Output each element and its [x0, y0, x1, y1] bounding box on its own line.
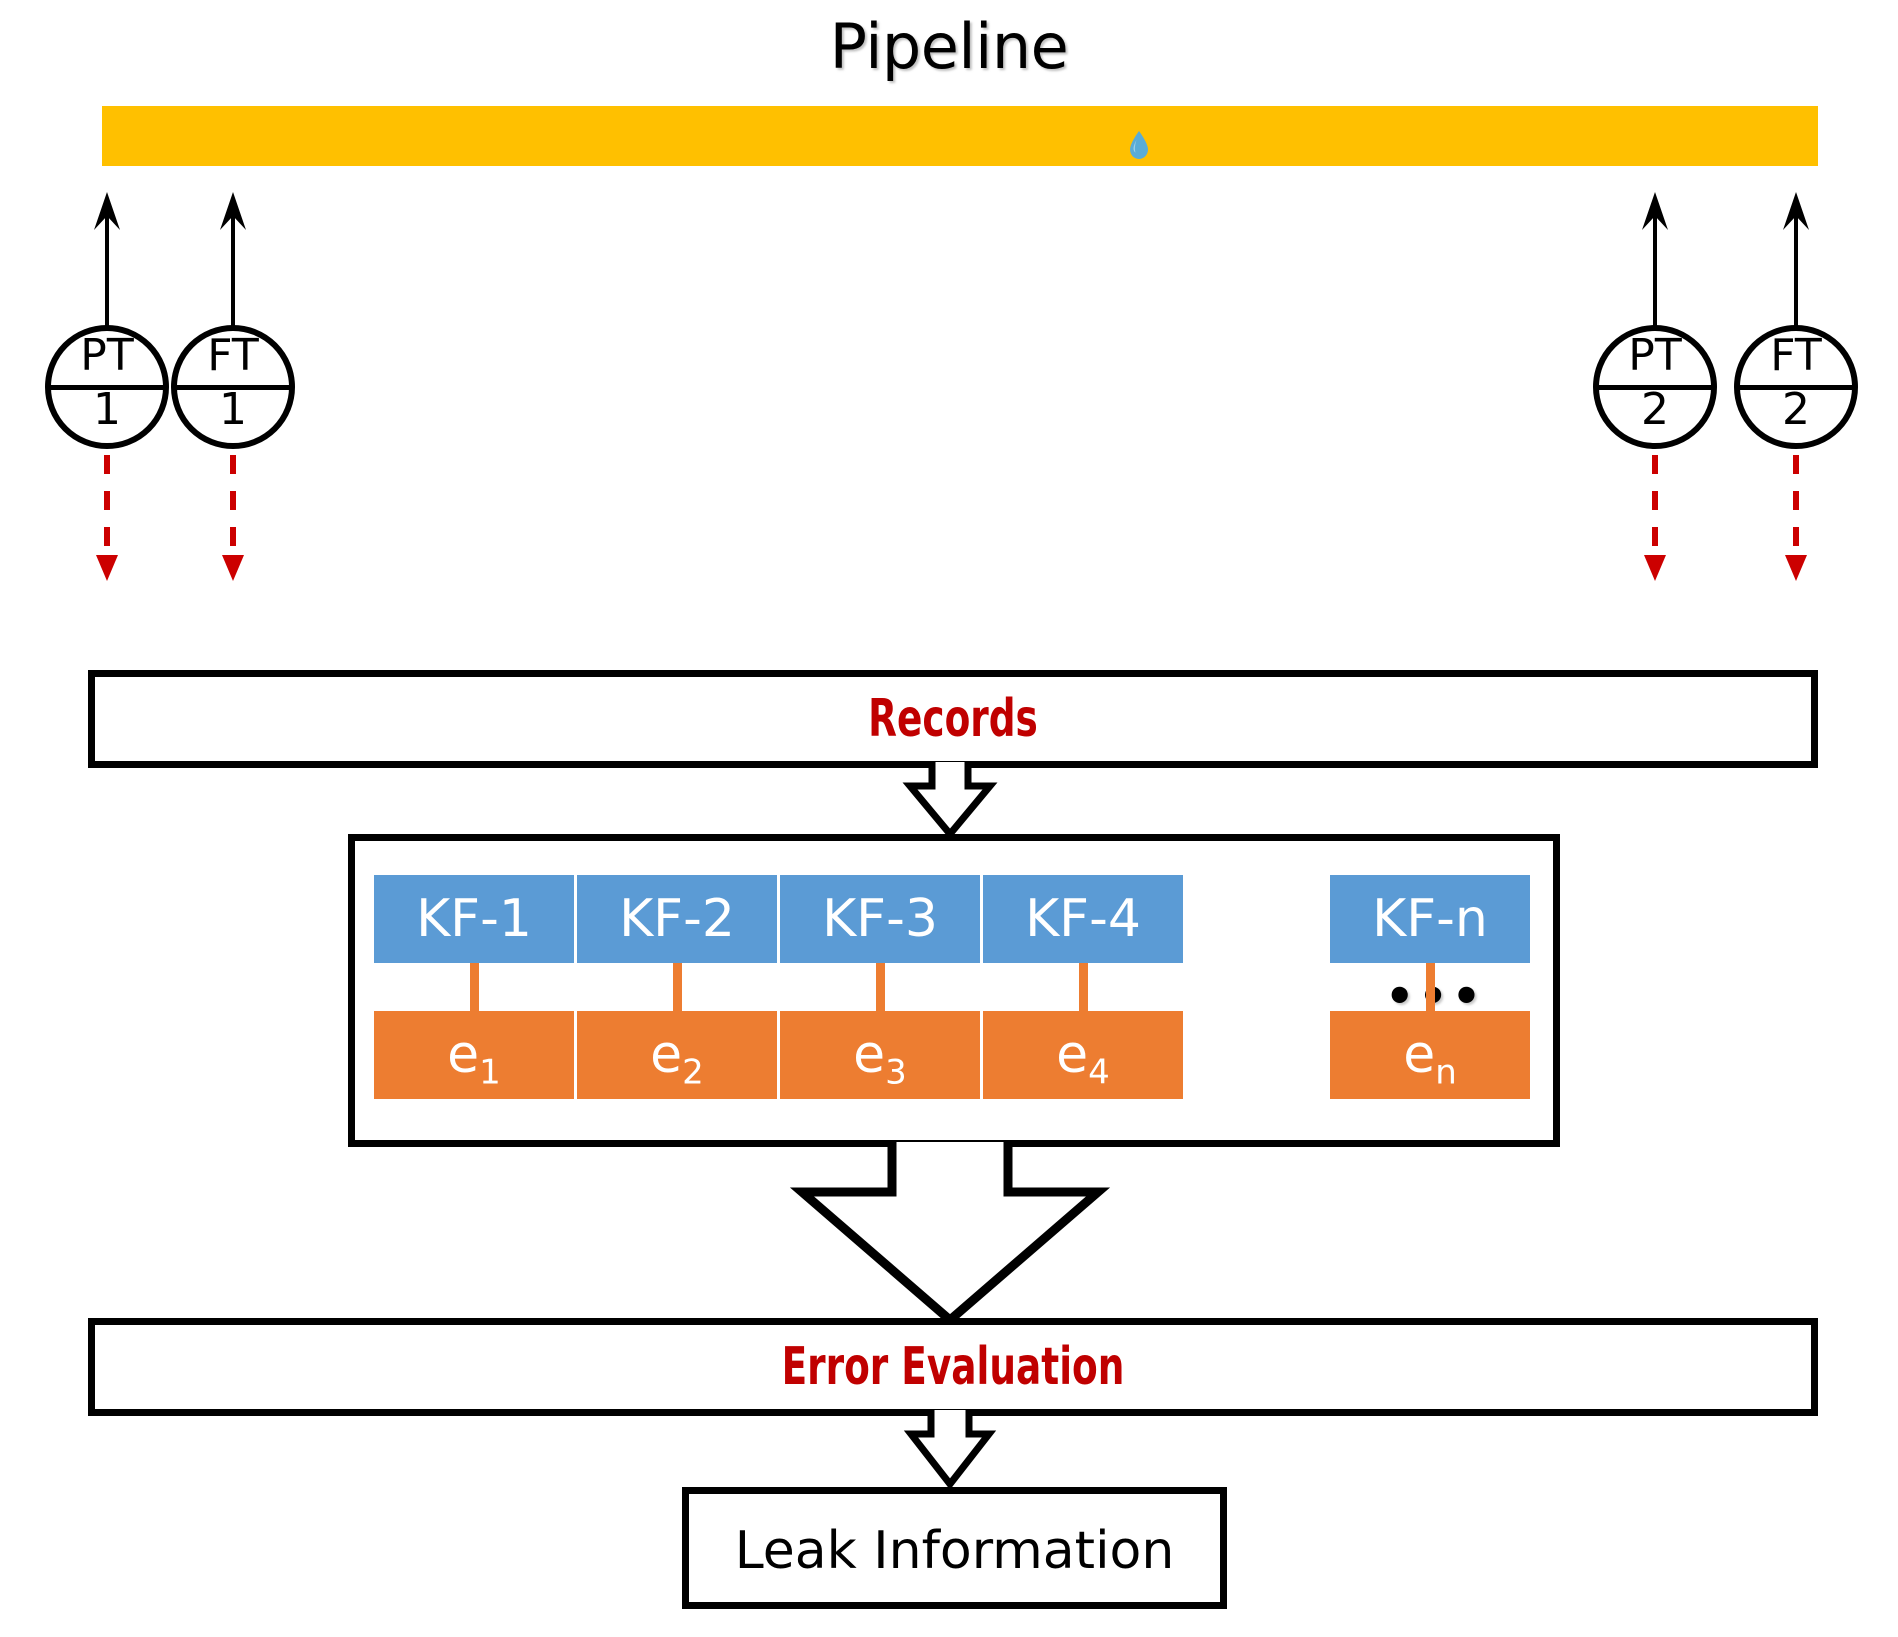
- kf-connector: [1425, 963, 1435, 1011]
- sensor-divider: [1599, 385, 1711, 390]
- pt2-up-arrow: [1642, 192, 1668, 330]
- error-block[interactable]: e4: [983, 1011, 1183, 1099]
- ft2-signal-line: [1785, 455, 1807, 581]
- pipeline-bar: [102, 106, 1818, 166]
- records-label: Records: [868, 689, 1038, 749]
- error-block[interactable]: e3: [780, 1011, 980, 1099]
- page-title: Pipeline: [829, 10, 1069, 83]
- kf-block[interactable]: KF-3: [780, 875, 980, 963]
- ft1-up-arrow: [220, 192, 246, 330]
- kf-block[interactable]: KF-n: [1330, 875, 1530, 963]
- kf-connector: [672, 963, 682, 1011]
- error-block[interactable]: en: [1330, 1011, 1530, 1099]
- kf-connector: [875, 963, 885, 1011]
- kf-cell[interactable]: KF-1 e1: [374, 875, 574, 1099]
- kf-connector: [469, 963, 479, 1011]
- sensor-ft-2-number: 2: [1782, 384, 1810, 435]
- error-block[interactable]: e1: [374, 1011, 574, 1099]
- records-box[interactable]: Records: [88, 670, 1818, 768]
- kf-cell[interactable]: KF-3 e3: [780, 875, 980, 1099]
- sensor-ft-2[interactable]: FT 2: [1734, 325, 1858, 449]
- sensor-ft-1-type: FT: [207, 330, 259, 381]
- kf-to-error-evaluation-arrow: [789, 1142, 1111, 1326]
- pt1-signal-line: [96, 455, 118, 581]
- leak-information-label: Leak Information: [734, 1521, 1175, 1581]
- sensor-divider: [177, 385, 289, 390]
- kf-cell[interactable]: KF-4 e4: [983, 875, 1183, 1099]
- sensor-pt-2-type: PT: [1628, 330, 1682, 381]
- error-block[interactable]: e2: [577, 1011, 777, 1099]
- sensor-ft-2-type: FT: [1770, 330, 1822, 381]
- kalman-filter-bank: KF-1 e1 KF-2 e2 KF-3 e3 KF-4 e4 ••• KF-n…: [348, 834, 1560, 1147]
- sensor-ft-1-number: 1: [219, 384, 247, 435]
- kf-connector: [1078, 963, 1088, 1011]
- kf-block[interactable]: KF-1: [374, 875, 574, 963]
- kf-cell[interactable]: KF-2 e2: [577, 875, 777, 1099]
- pt2-signal-line: [1644, 455, 1666, 581]
- sensor-pt-2[interactable]: PT 2: [1593, 325, 1717, 449]
- kf-block[interactable]: KF-2: [577, 875, 777, 963]
- water-droplet-icon: [1130, 131, 1148, 159]
- sensor-pt-1-type: PT: [80, 330, 134, 381]
- error-to-leak-arrow: [903, 1410, 997, 1490]
- sensor-divider: [51, 385, 163, 390]
- error-evaluation-label: Error Evaluation: [781, 1337, 1125, 1397]
- kf-cell[interactable]: KF-n en: [1330, 875, 1530, 1099]
- sensor-pt-1-number: 1: [93, 384, 121, 435]
- ft1-signal-line: [222, 455, 244, 581]
- kf-block[interactable]: KF-4: [983, 875, 1183, 963]
- leak-information-box[interactable]: Leak Information: [682, 1487, 1227, 1609]
- records-to-kf-arrow: [902, 762, 998, 840]
- ft2-up-arrow: [1783, 192, 1809, 330]
- error-evaluation-box[interactable]: Error Evaluation: [88, 1318, 1818, 1416]
- sensor-pt-2-number: 2: [1641, 384, 1669, 435]
- sensor-divider: [1740, 385, 1852, 390]
- sensor-ft-1[interactable]: FT 1: [171, 325, 295, 449]
- sensor-pt-1[interactable]: PT 1: [45, 325, 169, 449]
- pt1-up-arrow: [94, 192, 120, 330]
